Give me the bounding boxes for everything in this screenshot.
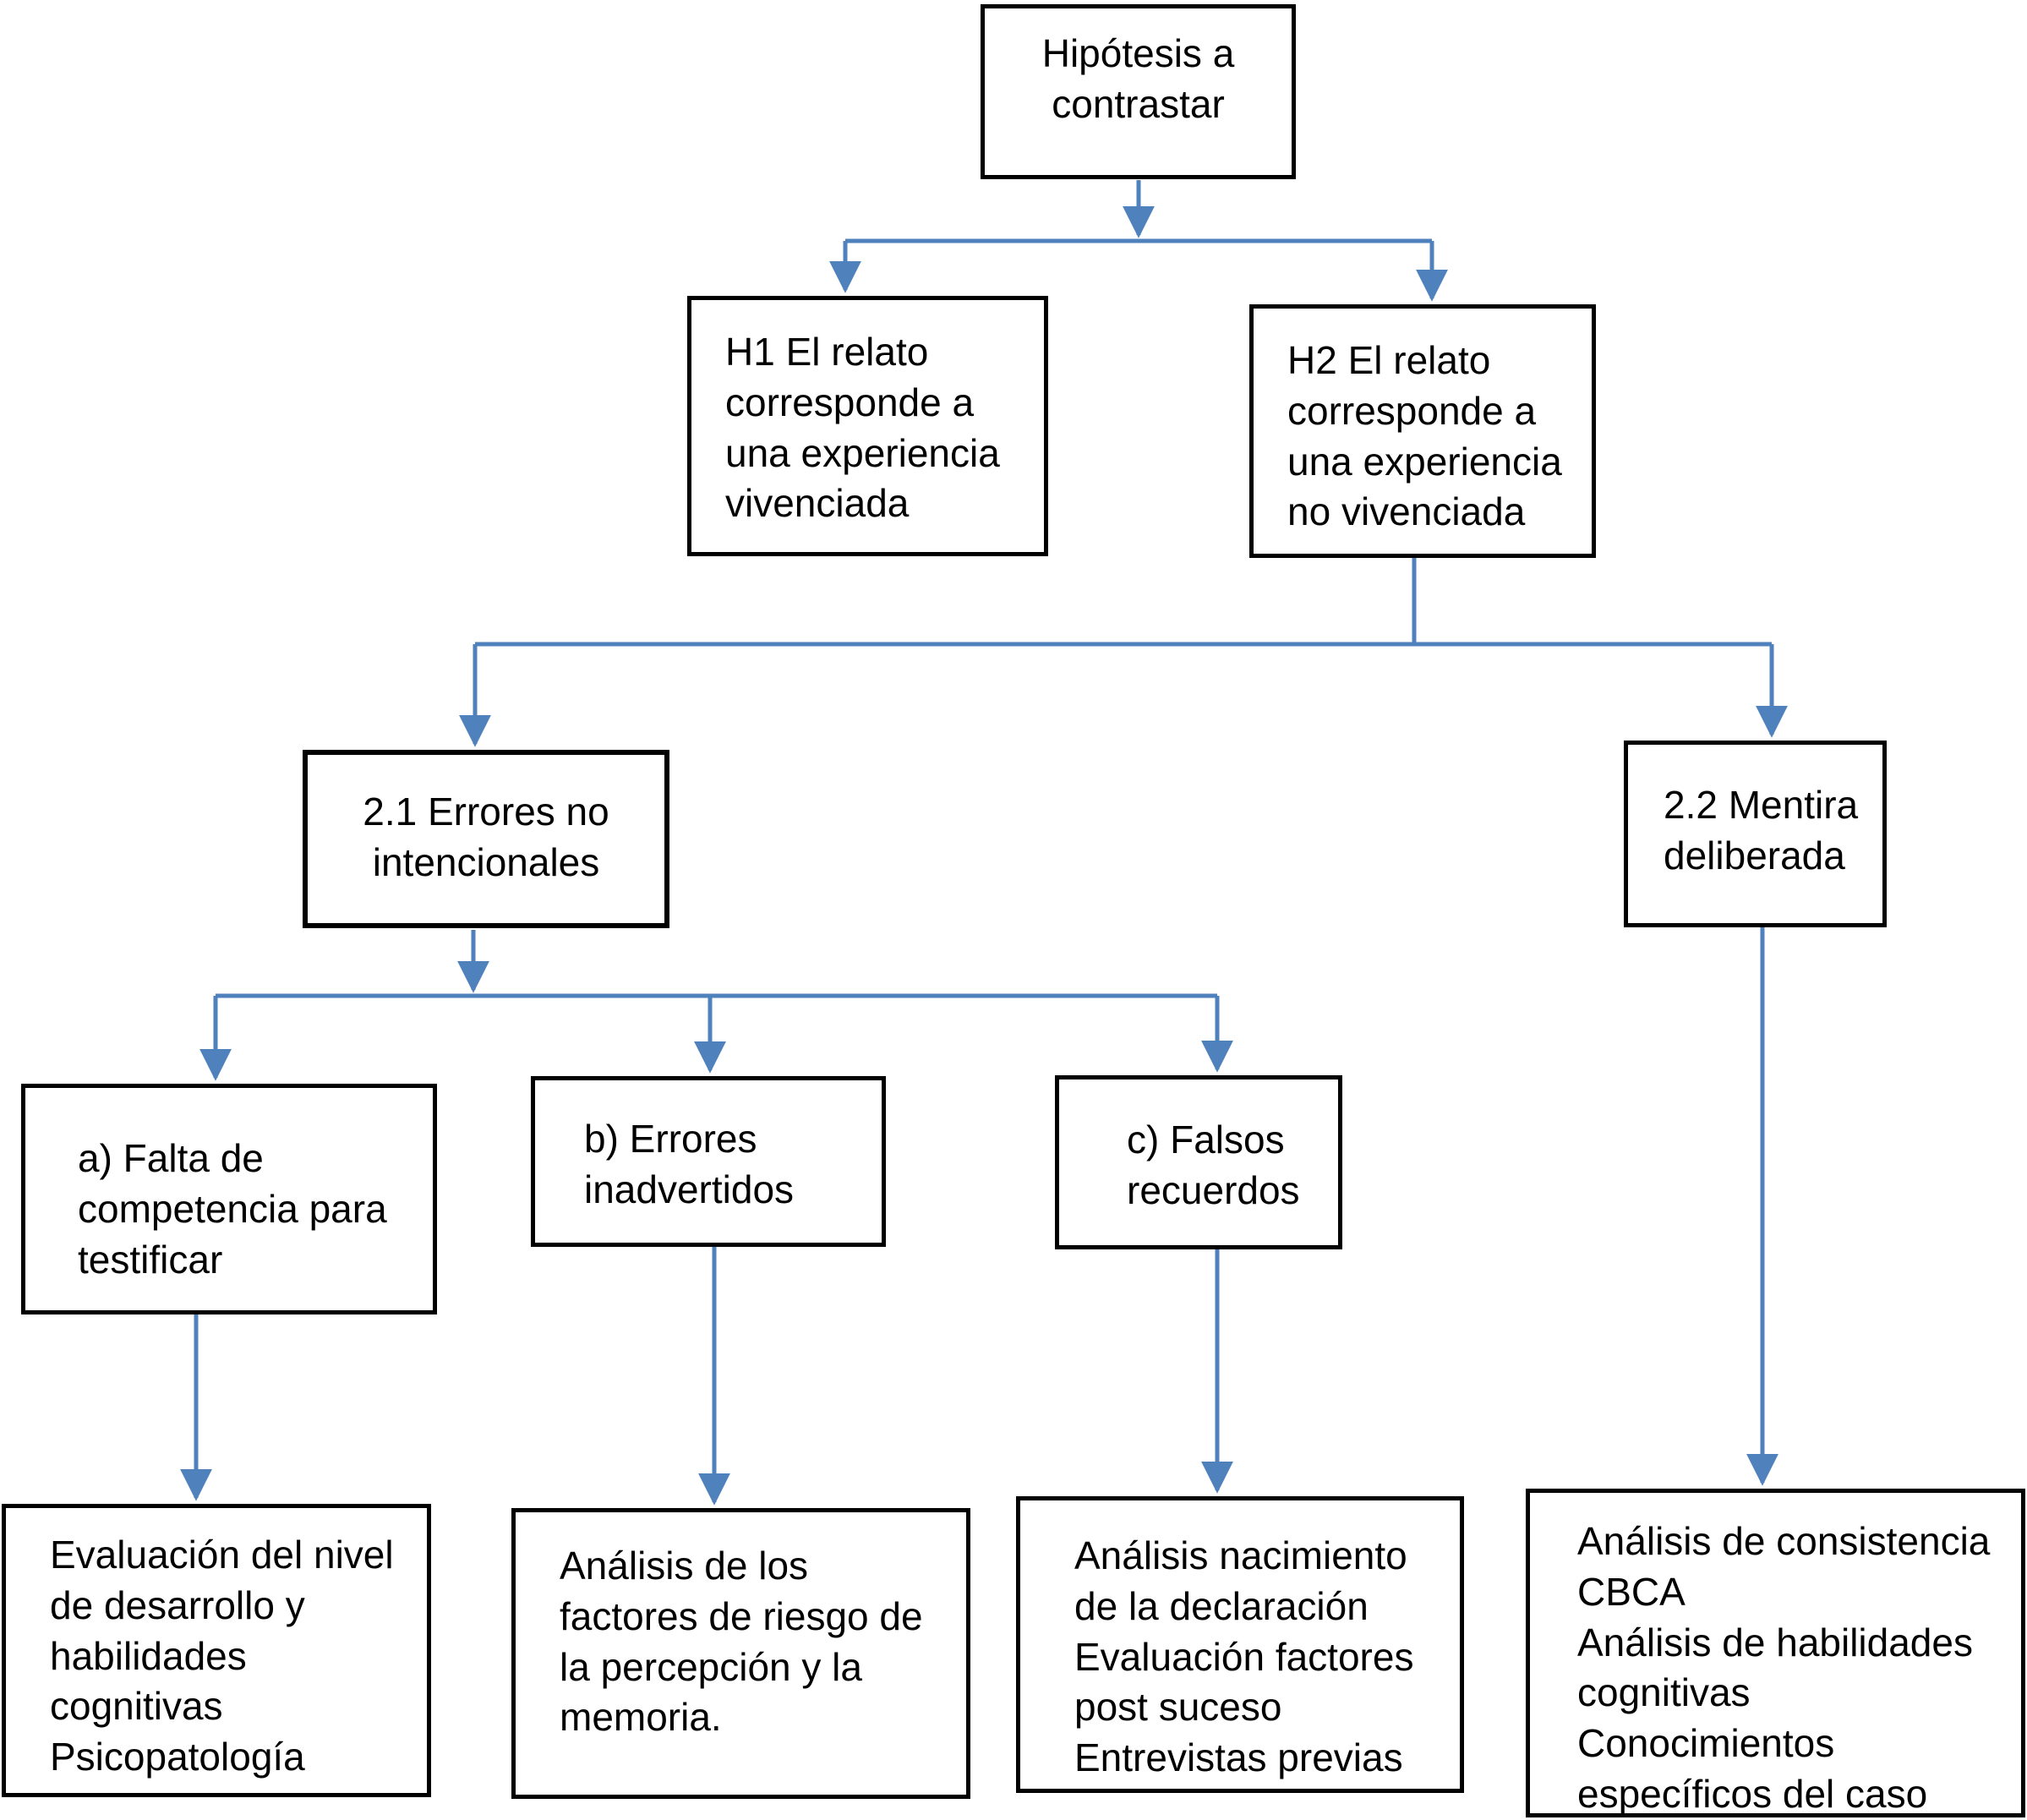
node-output-evaluacion-desarrollo: Evaluación del nivel de desarrollo y hab… [2,1504,431,1797]
node-a-falta-de-competencia: a) Falta de competencia para testificar [21,1084,437,1314]
node-output-analisis-consistencia: Análisis de consistencia CBCA Análisis d… [1526,1489,2025,1817]
node-c-falsos-recuerdos: c) Falsos recuerdos [1055,1075,1342,1249]
node-hipotesis-a-contrastar: Hipótesis a contrastar [981,4,1296,179]
node-h2-experiencia-no-vivenciada: H2 El relato corresponde a una experienc… [1249,304,1596,558]
node-21-errores-no-intencionales: 2.1 Errores no intencionales [303,750,669,928]
node-b-errores-inadvertidos: b) Errores inadvertidos [531,1076,886,1247]
node-output-analisis-nacimiento: Análisis nacimiento de la declaración Ev… [1016,1496,1464,1793]
node-h1-experiencia-vivenciada: H1 El relato corresponde a una experienc… [687,296,1048,556]
node-output-analisis-factores-riesgo: Análisis de los factores de riesgo de la… [511,1508,970,1799]
node-22-mentira-deliberada: 2.2 Mentira deliberada [1624,741,1887,927]
